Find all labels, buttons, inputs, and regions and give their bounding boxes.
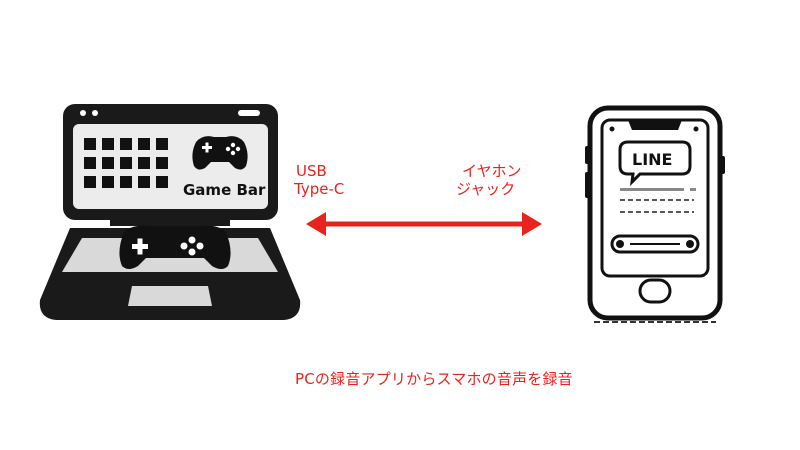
laptop-icon: Game Bar [39, 104, 301, 320]
game-controller-icon [192, 136, 248, 170]
usb-label-line1: USB [296, 162, 327, 180]
game-bar-label: Game Bar [183, 181, 266, 199]
speech-bubble-icon: LINE [618, 140, 692, 187]
keyboard-controller-icon [119, 225, 231, 269]
earphone-jack-label-line2: ジャック [456, 180, 516, 198]
usb-label-line2: Type-C [294, 180, 345, 198]
app-tile-grid [84, 138, 168, 188]
smartphone-icon: LINE [585, 105, 725, 323]
earphone-jack-label-line1: イヤホン [462, 162, 522, 180]
double-headed-arrow-icon [306, 212, 542, 236]
line-app-label: LINE [632, 150, 672, 169]
diagram-caption: PCの録音アプリからスマホの音声を録音 [295, 370, 573, 388]
